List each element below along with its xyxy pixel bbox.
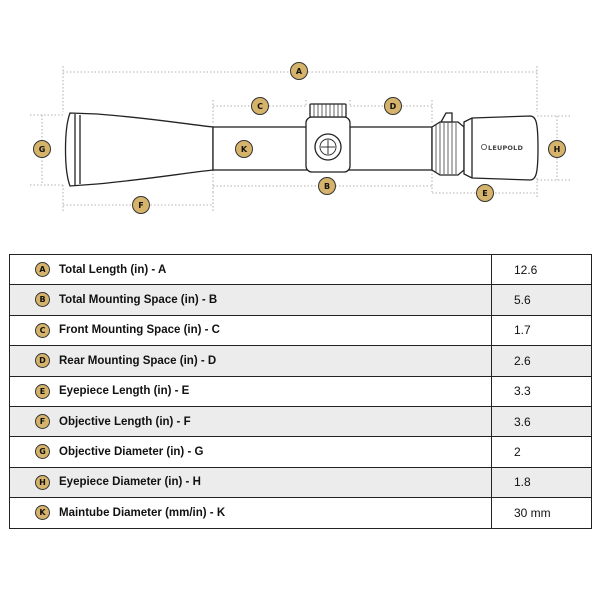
spec-value: 2 [491,436,592,468]
table-row: B Total Mounting Space (in) - B 5.6 [9,284,592,316]
spec-value: 2.6 [491,345,592,377]
spec-value: 1.8 [491,466,592,498]
throw-lever [439,112,453,123]
svg-text:B: B [324,182,330,191]
spec-label: Objective Length (in) - F [59,415,191,428]
table-row: E Eyepiece Length (in) - E 3.3 [9,375,592,407]
svg-text:C: C [257,102,263,111]
spec-label: Total Length (in) - A [59,263,167,276]
marker-b: B [318,177,336,195]
marker-d: D [384,97,402,115]
spec-label: Maintube Diameter (mm/in) - K [59,506,226,519]
spec-label-cell: A Total Length (in) - A [9,254,492,285]
svg-text:K: K [241,145,248,154]
marker-a: A [290,62,308,80]
spec-label-cell: H Eyepiece Diameter (in) - H [9,466,492,498]
spec-label-cell: K Maintube Diameter (mm/in) - K [9,497,492,529]
marker-k: K [235,140,253,158]
letter-badge: B [35,292,50,308]
marker-c: C [251,97,269,115]
letter-badge: A [35,261,50,277]
marker-badges: A B C D E F G H K [33,62,566,214]
table-row: D Rear Mounting Space (in) - D 2.6 [9,345,592,377]
table-row: G Objective Diameter (in) - G 2 [9,436,592,468]
letter-badge: K [35,505,50,521]
table-row: H Eyepiece Diameter (in) - H 1.8 [9,466,592,498]
svg-text:A: A [296,67,303,76]
spec-label-cell: D Rear Mounting Space (in) - D [9,345,492,377]
letter-badge: C [35,322,50,338]
spec-label: Objective Diameter (in) - G [59,445,204,458]
svg-text:F: F [138,201,143,210]
table-row: K Maintube Diameter (mm/in) - K 30 mm [9,497,592,529]
marker-f: F [132,196,150,214]
table-row: A Total Length (in) - A 12.6 [9,254,592,285]
spec-label: Total Mounting Space (in) - B [59,293,218,306]
letter-badge: E [35,383,50,399]
objective-bell [64,112,214,187]
table-row: F Objective Length (in) - F 3.6 [9,405,592,437]
scope-outline [64,103,539,187]
svg-text:G: G [39,145,46,154]
spec-label-cell: E Eyepiece Length (in) - E [9,375,492,407]
letter-badge: G [35,444,50,460]
spec-label: Rear Mounting Space (in) - D [59,354,217,367]
marker-h: H [548,140,566,158]
svg-text:H: H [554,145,561,154]
spec-value: 3.3 [491,375,592,407]
spec-label-cell: G Objective Diameter (in) - G [9,436,492,468]
spec-label-cell: B Total Mounting Space (in) - B [9,284,492,316]
marker-e: E [476,184,494,202]
spec-label: Eyepiece Diameter (in) - H [59,476,201,489]
spec-value: 12.6 [514,262,538,277]
spec-table: A Total Length (in) - A 12.6 B Total Mount… [9,254,592,529]
spec-label: Front Mounting Space (in) - C [59,324,220,337]
eyepiece [463,115,539,181]
letter-badge: H [35,474,50,490]
spec-value: 30 mm [491,497,592,529]
logo-text: LEUPOLD [488,144,523,152]
scope-dimension-diagram: LEUPOLD A B C D E F G H K [30,62,570,214]
spec-value: 3.6 [491,405,592,437]
spec-label-cell: C Front Mounting Space (in) - C [9,314,492,346]
letter-badge: F [35,413,50,429]
elevation-turret [309,103,347,118]
table-row: C Front Mounting Space (in) - C 1.7 [9,314,592,346]
letter-badge: D [35,353,50,369]
spec-value: 1.7 [491,314,592,346]
spec-value: 5.6 [491,284,592,316]
spec-label-cell: F Objective Length (in) - F [9,405,492,437]
svg-text:E: E [482,189,487,198]
spec-label: Eyepiece Length (in) - E [59,385,190,398]
svg-text:D: D [390,102,397,111]
marker-g: G [33,140,51,158]
